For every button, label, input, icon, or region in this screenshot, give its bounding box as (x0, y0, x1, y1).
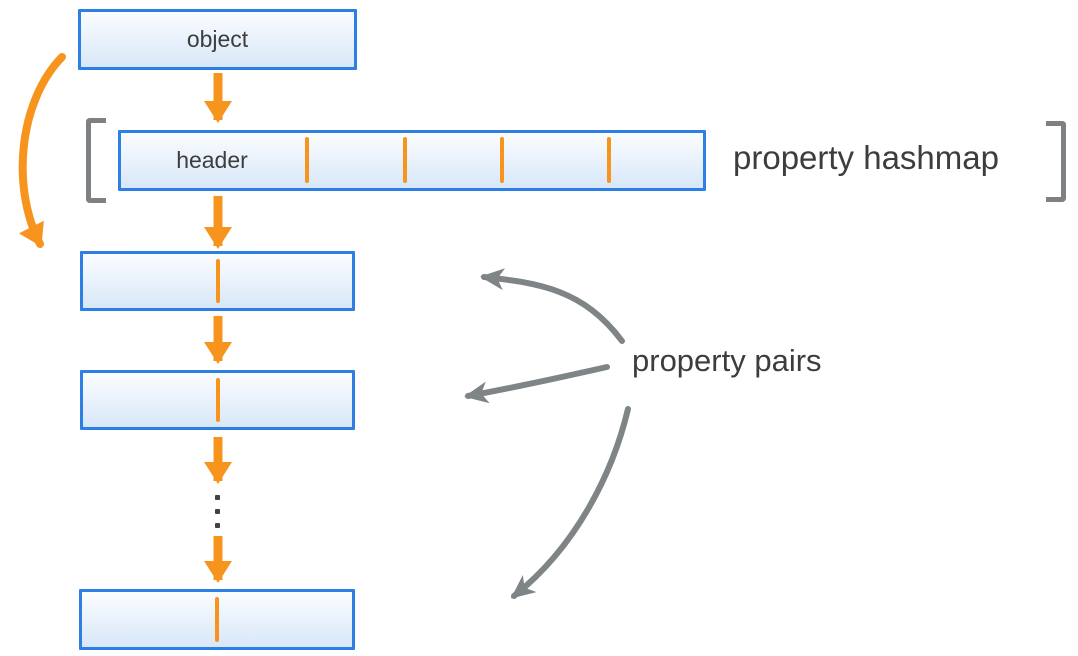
property-pairs-label: property pairs (632, 343, 822, 378)
pairs-callout-arrow-top (480, 268, 625, 344)
hashmap-slot-divider (500, 137, 504, 183)
hashmap-slot-divider (305, 137, 309, 183)
property-pair-box-1 (80, 251, 355, 311)
object-box: object (78, 9, 357, 70)
vertical-ellipsis-dot (215, 509, 220, 514)
vertical-ellipsis-dot (215, 523, 220, 528)
pair-key-value-divider (215, 378, 220, 422)
hashmap-slot-divider (403, 137, 407, 183)
header-box-label: header (176, 147, 248, 173)
hashmap-bracket-left (86, 118, 106, 203)
property-pair-box-2 (80, 370, 355, 430)
hashmap-header-box: header (118, 130, 706, 191)
property-pair-box-last (79, 589, 355, 650)
pair-key-value-divider (215, 597, 219, 642)
pair-key-value-divider (215, 259, 220, 303)
pairs-callout-arrow-middle (464, 364, 610, 404)
object-to-pairs-curved-arrow (18, 53, 66, 248)
object-box-label: object (186, 26, 249, 52)
hashmap-bracket-right (1046, 121, 1066, 202)
hashmap-slot-divider (607, 137, 611, 183)
vertical-ellipsis-dot (215, 495, 220, 500)
property-hashmap-label: property hashmap (733, 139, 999, 176)
pairs-callout-arrow-bottom (510, 406, 631, 599)
